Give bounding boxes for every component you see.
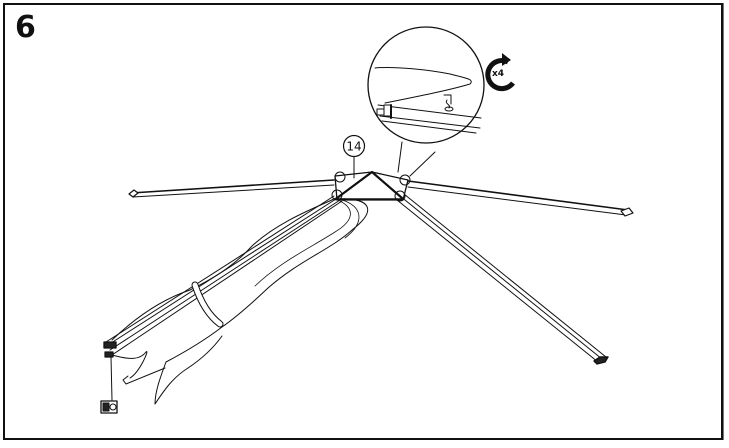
step-number: 6 — [15, 10, 36, 45]
clockwise-rotation-icon: x4 — [485, 53, 515, 92]
left-arm — [128, 179, 335, 198]
part-label-circle — [342, 134, 366, 158]
folded-canopy-arm — [100, 195, 369, 414]
instruction-frame — [3, 3, 723, 440]
detail-callout — [367, 26, 485, 177]
front-right-arm — [396, 193, 609, 365]
part-number-label: 14 — [346, 140, 361, 154]
right-arm — [407, 180, 634, 217]
frame-edge — [723, 3, 724, 440]
rotation-count-label: x4 — [492, 69, 504, 79]
